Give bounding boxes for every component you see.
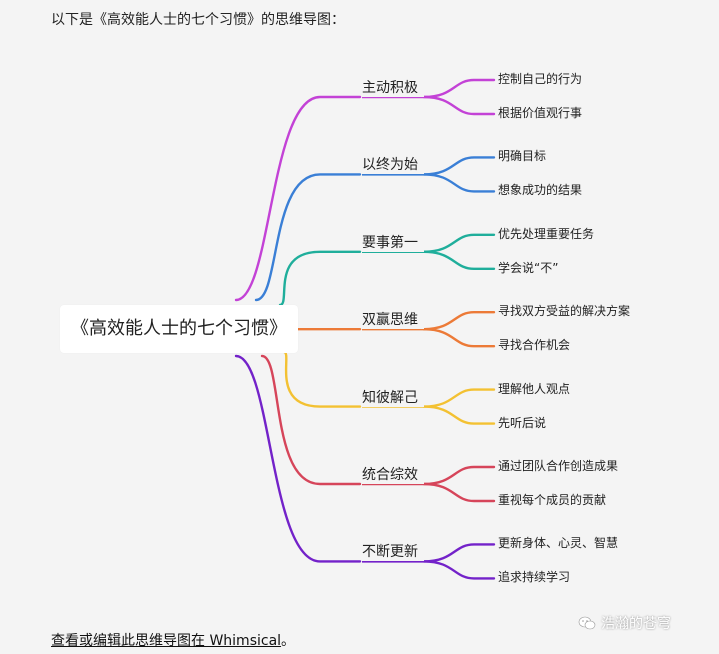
branch-line-6: [260, 354, 362, 486]
leaf-node-5-2[interactable]: 先听后说: [498, 415, 547, 430]
leaf-line-1-1: [422, 78, 496, 99]
footer-suffix: 。: [281, 633, 296, 649]
leaf-line-6-2: [422, 482, 496, 503]
leaf-node-5-1[interactable]: 理解他人观点: [498, 381, 571, 396]
leaf-node-4-1[interactable]: 寻找双方受益的解决方案: [498, 304, 631, 319]
leaf-node-7-1[interactable]: 更新身体、心灵、智慧: [498, 536, 619, 551]
branch-line-1: [234, 95, 362, 302]
leaf-line-4-1: [422, 311, 496, 331]
leaf-line-2-2: [422, 173, 496, 193]
leaf-line-3-1: [422, 233, 496, 253]
habit-node-5[interactable]: 知彼解己: [362, 386, 424, 407]
watermark-text: 浩瀚的苍穹: [601, 616, 671, 632]
leaf-line-5-2: [422, 405, 496, 425]
wechat-icon: [578, 616, 596, 630]
leaf-node-2-2[interactable]: 想象成功的结果: [498, 183, 583, 198]
leaf-node-1-1[interactable]: 控制自己的行为: [498, 72, 583, 86]
leaf-line-3-2: [422, 250, 496, 270]
leaf-line-6-1: [422, 465, 496, 486]
leaf-node-1-2[interactable]: 根据价值观行事: [498, 106, 583, 120]
watermark: 浩瀚的苍穹: [578, 613, 671, 633]
habit-node-6[interactable]: 统合综效: [362, 464, 424, 484]
habit-node-7[interactable]: 不断更新: [362, 541, 424, 562]
leaf-line-1-2: [422, 95, 496, 116]
leaf-node-3-1[interactable]: 优先处理重要任务: [498, 226, 595, 241]
root-node[interactable]: 《高效能人士的七个习惯》: [60, 305, 298, 353]
leaf-line-7-1: [422, 543, 496, 563]
habit-node-4[interactable]: 双赢思维: [362, 309, 424, 330]
leaf-line-4-2: [422, 328, 496, 348]
leaf-line-2-1: [422, 156, 496, 176]
whimsical-link[interactable]: 查看或编辑此思维导图在 Whimsical: [51, 633, 282, 649]
leaf-node-4-2[interactable]: 寻找合作机会: [498, 338, 571, 353]
footer: 查看或编辑此思维导图在 Whimsical。: [51, 630, 295, 650]
branch-line-2: [254, 173, 362, 302]
branch-line-7: [234, 354, 362, 563]
habit-node-1[interactable]: 主动积极: [362, 77, 424, 97]
leaf-node-2-1[interactable]: 明确目标: [498, 149, 547, 164]
leaf-node-6-1[interactable]: 通过团队合作创造成果: [498, 459, 619, 473]
leaf-line-5-1: [422, 388, 496, 408]
leaf-node-7-2[interactable]: 追求持续学习: [498, 570, 571, 585]
intro-text: 以下是《高效能人士的七个习惯》的思维导图：: [51, 12, 345, 28]
habit-node-3[interactable]: 要事第一: [362, 231, 424, 252]
leaf-node-3-2[interactable]: 学会说“不”: [498, 260, 559, 275]
root-node-label: 《高效能人士的七个习惯》: [71, 318, 287, 339]
leaf-line-7-2: [422, 560, 496, 580]
branch-line-3: [278, 250, 362, 307]
leaf-node-6-2[interactable]: 重视每个成员的贡献: [498, 493, 607, 507]
branch-line-5: [282, 350, 362, 408]
habit-node-2[interactable]: 以终为始: [362, 154, 424, 175]
